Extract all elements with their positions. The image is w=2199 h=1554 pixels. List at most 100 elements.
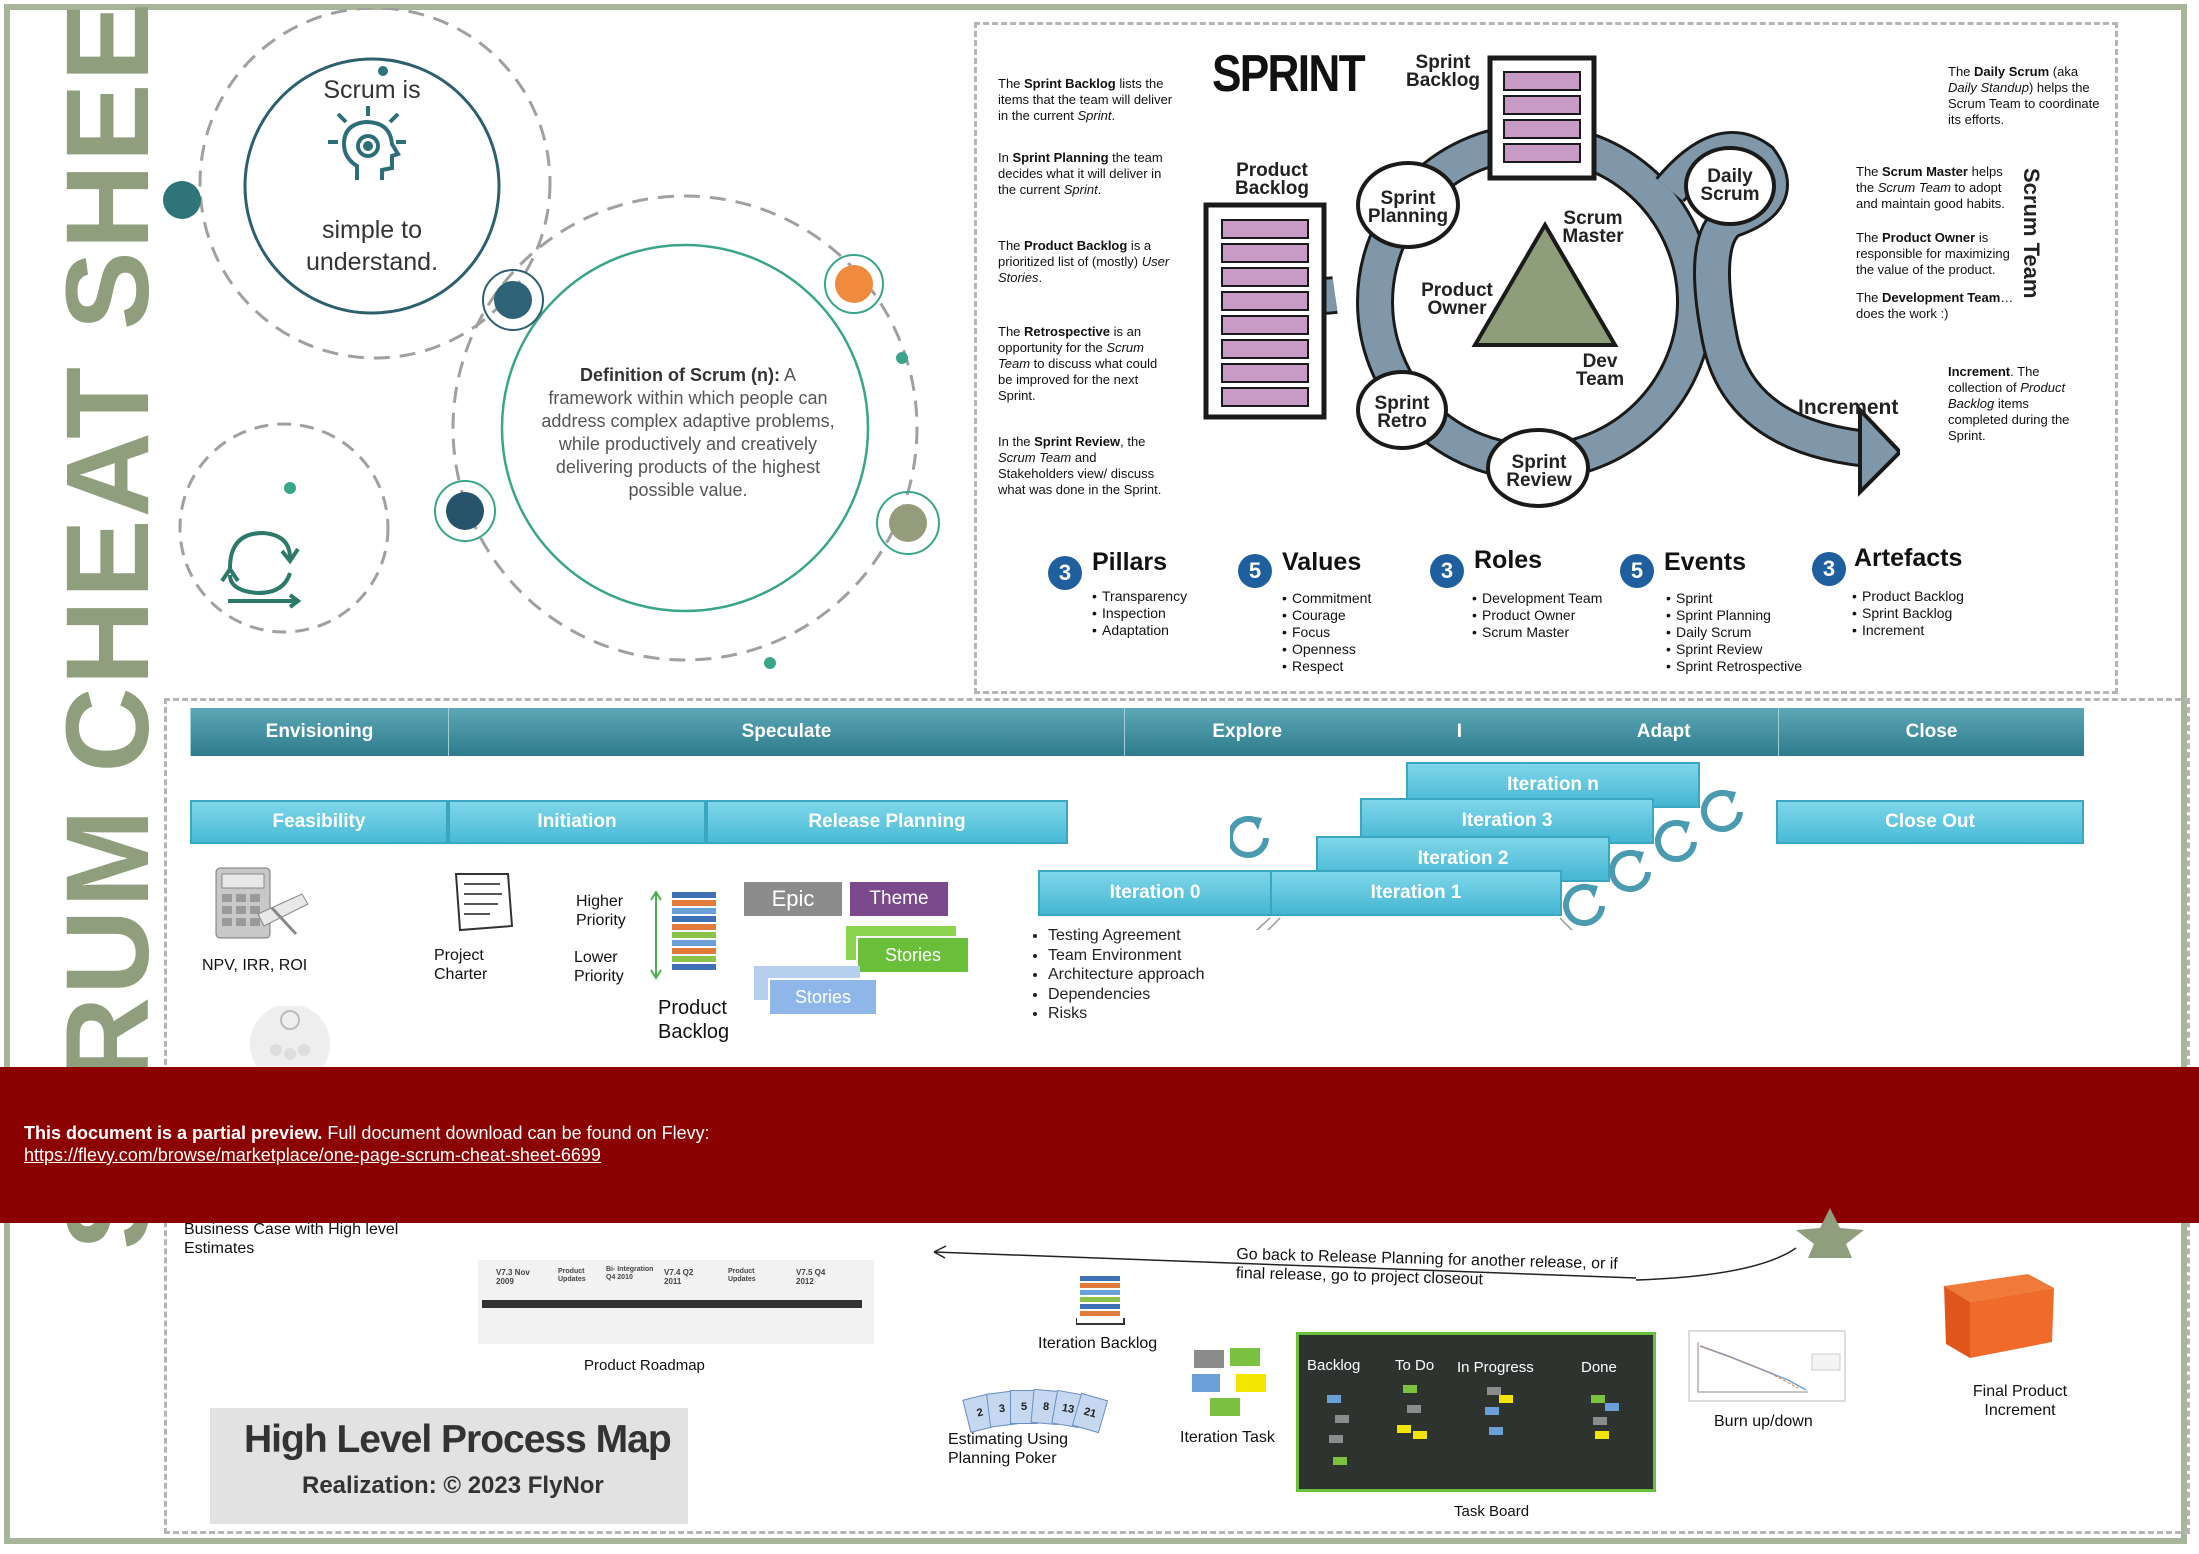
artefacts-count: 3 [1812,552,1846,586]
list-item: Product Backlog [1852,588,1964,605]
iteration-backlog-label: Iteration Backlog [1038,1335,1158,1352]
refresh-icon [1230,815,1269,858]
iteration-task-label: Iteration Task [1180,1429,1275,1446]
business-case-label: Business Case with High level Estimates [184,1221,399,1257]
list-item: Courage [1282,607,1371,624]
list-item: Inspection [1092,605,1187,622]
product-roadmap: V7.3 Nov 2009 Product Updates Bi- Integr… [478,1260,874,1344]
note-product-owner: The Product Owner is responsible for max… [1856,230,2010,277]
pillars-heading: Pillars [1092,548,1168,576]
preview-banner: This document is a partial preview. Full… [0,1067,2199,1223]
banner-message: Full document download can be found on F… [322,1123,710,1143]
burn-label: Burn up/down [1714,1413,1813,1430]
list-item: Sprint Backlog [1852,605,1964,622]
events-heading: Events [1664,548,1746,576]
list-item: Sprint Retrospective [1666,658,1802,675]
sprint-title: SPRINT [1212,45,1366,103]
artefacts-list: Product Backlog Sprint Backlog Increment [1850,588,1964,639]
stories-card-blue: Stories [768,978,878,1016]
phase-close: Close [1778,708,2084,756]
star-icon [1796,1208,1864,1258]
banner-text: This document is a partial preview. Full… [24,1123,710,1144]
task-board: Backlog To Do In Progress Done [1296,1332,1656,1492]
list-item: Daily Scrum [1666,624,1802,641]
roadmap-milestone-3: Bi- Integration Q4 2010 [606,1266,654,1281]
epic-card: Epic [744,882,842,916]
note-sprint-backlog: The Sprint Backlog lists the items that … [998,76,1173,123]
process-map-box: High Level Process Map Realization: © 20… [210,1408,688,1524]
npv-label: NPV, IRR, ROI [202,957,308,974]
list-item: Transparency [1092,588,1187,605]
note-retrospective: The Retrospective is an opportunity for … [998,324,1158,403]
project-charter-label: Project Charter [434,947,488,983]
phase-adapt-label: Adapt [1636,721,1691,742]
note-sprint-review: In the Sprint Review, the Scrum Team and… [998,434,1162,497]
list-item: Respect [1282,658,1371,675]
refresh-icon [1701,789,1743,832]
list-item: Commitment [1282,590,1371,607]
list-item: Architecture approach [1048,965,1205,985]
list-item: Openness [1282,641,1371,658]
taskboard-col-todo: To Do [1395,1357,1435,1374]
label-sprint-backlog: Sprint Backlog [1406,52,1480,91]
list-item: Sprint [1666,590,1802,607]
stage-feasibility: Feasibility [190,800,448,844]
roles-count: 3 [1430,554,1464,588]
note-increment: Increment. The collection of Product Bac… [1948,364,2070,443]
label-sprint-retro: Sprint Retro [1374,393,1430,432]
phase-explore: Explore I Adapt [1124,708,1778,756]
calculator-icon [215,867,309,939]
taskboard-col-done: Done [1581,1359,1617,1376]
events-count: 5 [1620,554,1654,588]
note-daily-scrum: The Daily Scrum (aka Daily Standup) help… [1948,64,2100,127]
taskboard-col-backlog: Backlog [1307,1357,1361,1374]
values-heading: Values [1282,548,1362,576]
stage-initiation: Initiation [448,800,706,844]
label-product-owner: Product Owner [1421,280,1493,319]
roadmap-milestone-2: Product Updates [558,1268,586,1283]
list-item: Team Environment [1048,946,1205,966]
go-back-arrow [933,1245,1797,1281]
roadmap-milestone-1: V7.3 Nov 2009 [496,1268,530,1286]
list-item: Risks [1048,1004,1205,1024]
refresh-icon [1609,849,1651,892]
product-backlog-label: Product Backlog [658,997,730,1043]
artefacts-heading: Artefacts [1854,544,1963,572]
iteration-0: Iteration 0 [1038,870,1272,916]
iteration-1: Iteration 1 [1270,870,1562,916]
list-item: Adaptation [1092,622,1187,639]
stage-release-planning: Release Planning [706,800,1068,844]
roadmap-line [482,1300,862,1308]
roles-list: Development Team Product Owner Scrum Mas… [1470,590,1602,641]
flevy-link[interactable]: https://flevy.com/browse/marketplace/one… [24,1145,601,1165]
taskboard-col-inprogress: In Progress [1457,1359,1534,1376]
roadmap-milestone-4: V7.4 Q2 2011 [664,1268,694,1286]
note-sprint-planning: In Sprint Planning the team decides what… [998,150,1163,197]
process-map-title: High Level Process Map [244,1418,672,1461]
events-list: Sprint Sprint Planning Daily Scrum Sprin… [1664,590,1802,675]
definition-text: Definition of Scrum (n): A framework wit… [541,365,835,500]
product-box-icon [1944,1274,2054,1358]
label-daily-scrum: Daily Scrum [1700,166,1760,205]
values-list: Commitment Courage Focus Openness Respec… [1280,590,1371,675]
phase-explore-label: Explore [1212,721,1283,742]
idea-icon [250,1006,330,1066]
sticky-notes-icon [1192,1348,1266,1416]
iteration-cycle-icons [1230,789,1743,930]
refresh-icon [1563,883,1605,926]
label-scrum-team: Scrum Team [2019,168,2044,299]
definition-label: Definition of Scrum (n): [580,365,780,385]
list-item: Development Team [1472,590,1602,607]
planning-poker-cards: 2 3 5 8 13 21 [962,1388,1126,1434]
sprint-diagram [1203,55,1900,508]
lower-priority-label: Lower Priority [574,949,624,985]
label-product-backlog: Product Backlog [1235,160,1309,199]
label-scrum-master: Scrum Master [1562,208,1624,247]
label-dev-team: Dev Team [1575,351,1625,390]
refresh-icon [1655,819,1697,862]
list-item: Sprint Planning [1666,607,1802,624]
theme-card: Theme [850,882,948,916]
list-item: Sprint Review [1666,641,1802,658]
priority-backlog-stack [650,890,716,980]
stories-card-green: Stories [856,936,970,974]
